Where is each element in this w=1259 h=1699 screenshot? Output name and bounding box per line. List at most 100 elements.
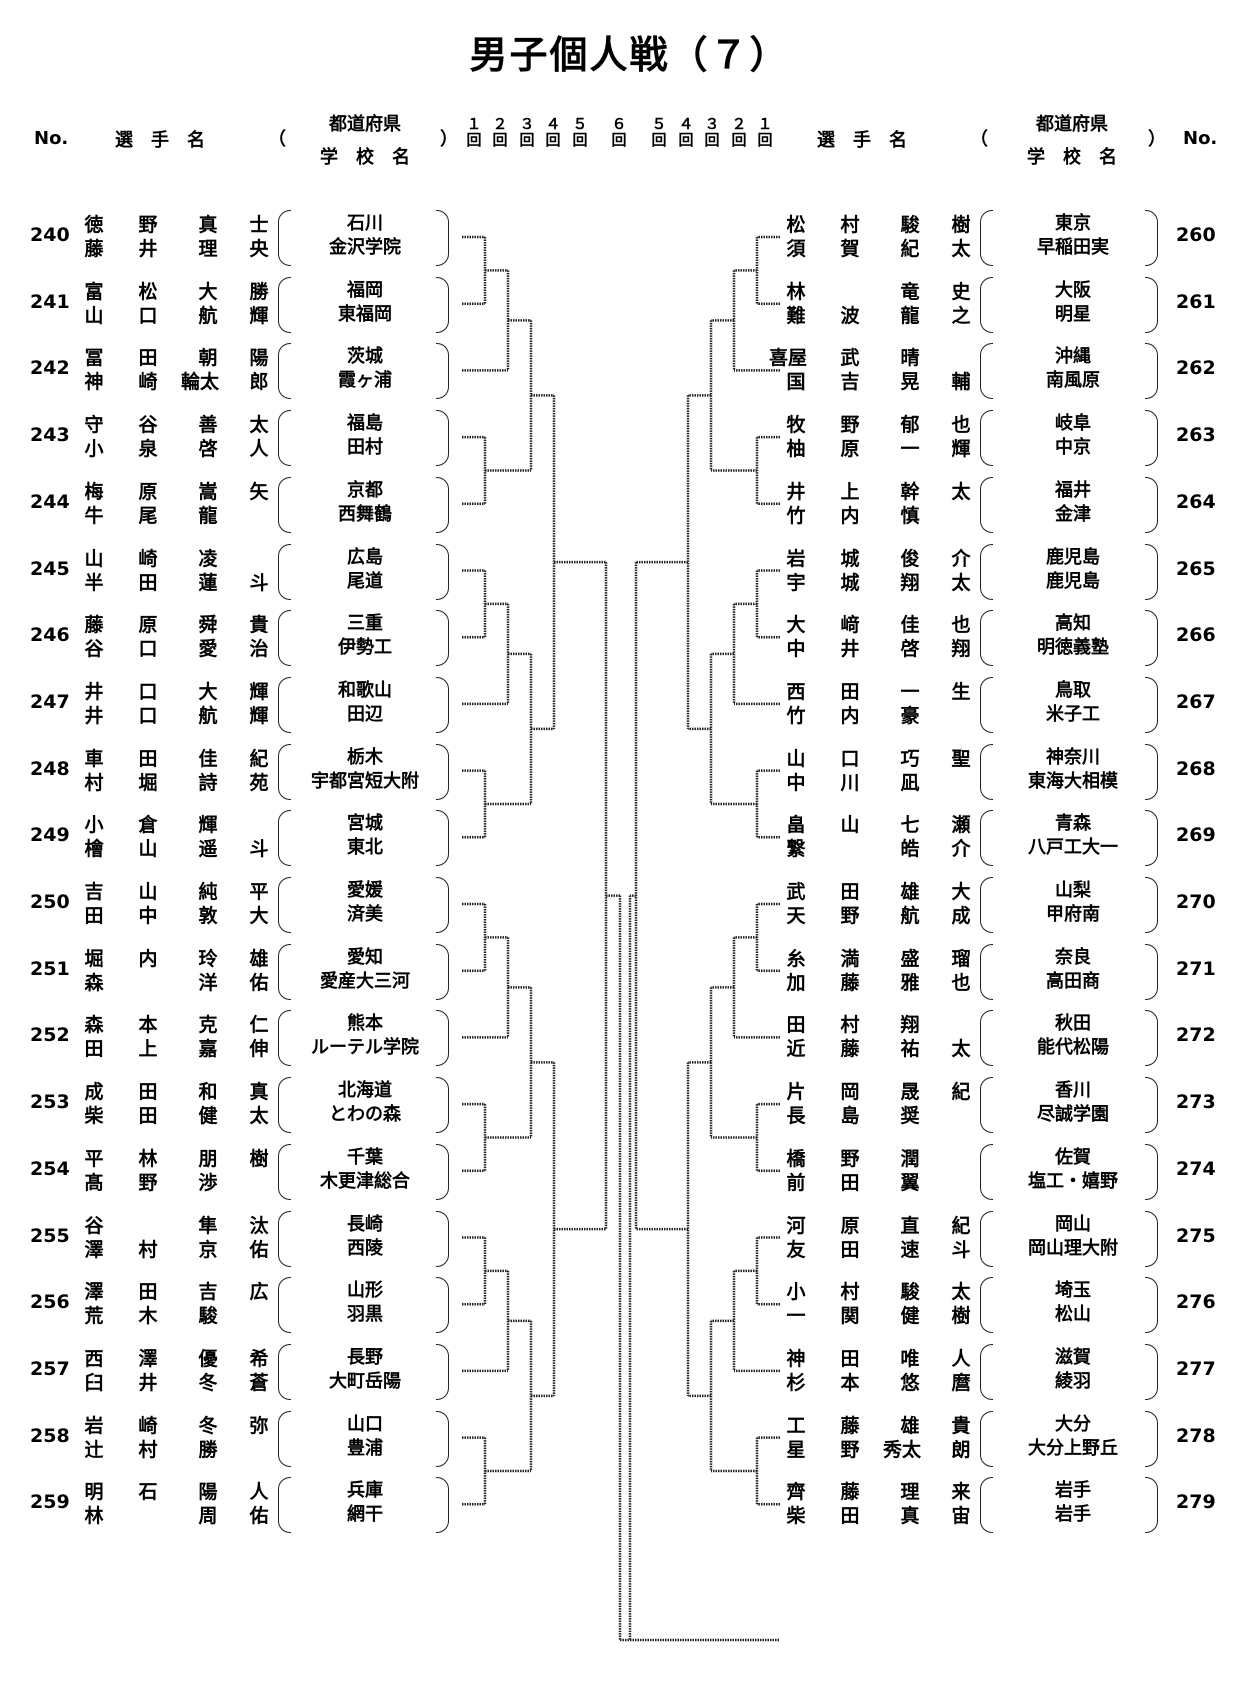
player-name-part: 豪	[900, 704, 920, 727]
bracket-open-paren	[980, 610, 993, 667]
player-name-part: 澤	[84, 1238, 104, 1261]
player-name: 荒木駿	[70, 1301, 260, 1327]
player-name-part: 輝	[951, 438, 971, 461]
player-name-part: 宇	[786, 571, 806, 594]
bracket-close-paren	[1145, 1343, 1158, 1400]
player-name-part: 村	[840, 1281, 860, 1304]
entry-number: 242	[30, 357, 70, 380]
bracket-open-paren	[980, 943, 993, 1000]
player-name-part: 神	[786, 1347, 806, 1370]
player-name-part: 真	[900, 1505, 920, 1528]
prefecture: 埼玉	[1055, 1280, 1091, 1302]
player-name-part: 巧	[900, 747, 920, 770]
player-name-part: 堀	[138, 771, 158, 794]
prefecture: 佐賀	[1055, 1146, 1091, 1168]
player-name-part: 斗	[249, 838, 269, 861]
player-name-part: 皓	[900, 838, 920, 861]
prefecture: 香川	[1055, 1080, 1091, 1102]
player-name-part: 人	[249, 438, 269, 461]
entry-number: 257	[30, 1357, 70, 1380]
player-name-part: 啓	[198, 438, 218, 461]
player-name: 繋皓介	[772, 834, 970, 861]
player-name-part: 橋	[786, 1147, 806, 1170]
bracket-close-paren	[1145, 543, 1158, 600]
player-name-part: 田	[840, 1171, 860, 1194]
player-name: 富松大勝	[70, 277, 268, 303]
player-name-part: 澤	[138, 1347, 158, 1370]
player-name-part: 潤	[900, 1147, 920, 1170]
player-name-part: 関	[840, 1305, 860, 1328]
player-name-part: 一	[900, 438, 920, 461]
player-name: 竹内豪	[772, 701, 962, 727]
player-name-part: 藤	[840, 1414, 860, 1437]
player-name: 森本克仁	[70, 1010, 268, 1036]
entry-number: 278	[1176, 1424, 1216, 1447]
player-name: 友田速斗	[772, 1235, 970, 1261]
player-name: 西澤優希	[70, 1344, 268, 1370]
prefecture: 長野	[347, 1346, 383, 1368]
player-name-part: 須	[786, 238, 806, 260]
player-name-part: 河	[786, 1214, 806, 1237]
player-name-part: 人	[951, 1347, 971, 1370]
player-name-part: 岡	[840, 1081, 860, 1104]
player-name-part: 林	[786, 280, 806, 303]
player-name-part: 陽	[198, 1481, 218, 1504]
entry-number: 269	[1176, 824, 1216, 847]
player-name-part: 介	[951, 547, 971, 570]
school-name: 金沢学院	[329, 237, 401, 258]
close-paren-left: ）	[440, 129, 458, 150]
player-name: 明石陽人	[70, 1477, 268, 1504]
entry-number: 260	[1176, 224, 1216, 246]
player-name-part: 守	[84, 414, 104, 437]
player-name: 畠山七瀬	[772, 810, 970, 836]
bracket-open-paren	[980, 1077, 993, 1134]
player-name-part: 京	[198, 1238, 218, 1261]
player-name-part: 内	[138, 947, 158, 970]
prefecture: 北海道	[338, 1080, 392, 1102]
player-name-part: 村	[840, 214, 860, 236]
player-name-part: 小	[84, 438, 104, 461]
player-name-part: 希	[249, 1347, 269, 1370]
entry-number: 274	[1176, 1157, 1216, 1180]
bracket-close-paren	[1145, 210, 1158, 266]
entry-number: 262	[1176, 357, 1216, 380]
player-name: 近藤祐太	[772, 1034, 970, 1061]
school-name: 霞ヶ浦	[338, 370, 392, 392]
player-name-part: 吉	[840, 371, 860, 394]
player-name-part: 駿	[900, 214, 920, 236]
player-name-part: 朋	[198, 1147, 218, 1170]
player-name: 柴田真宙	[772, 1501, 970, 1528]
school-name: 愛産大三河	[320, 970, 410, 992]
player-name: 中川凪	[772, 768, 962, 794]
prefecture: 山形	[347, 1280, 383, 1302]
prefecture: 長崎	[347, 1213, 383, 1235]
entry-number: 240	[30, 224, 70, 246]
school-name: 東北	[347, 837, 383, 859]
player-name-part: 治	[249, 638, 269, 661]
bracket-open-paren	[980, 743, 993, 800]
prefecture: 三重	[347, 613, 383, 635]
school-name: 南風原	[1046, 370, 1100, 392]
prefecture: 福岡	[347, 279, 383, 301]
player-name-part: 友	[786, 1238, 806, 1261]
player-name-part: 原	[840, 438, 860, 461]
entry-number: 251	[30, 957, 70, 980]
bracket-open-paren	[980, 276, 993, 333]
player-name-part: 輔	[951, 371, 971, 394]
bracket-close-paren	[1145, 676, 1158, 733]
entry-number: 276	[1176, 1291, 1216, 1314]
player-name-part: 堀	[84, 947, 104, 970]
player-name-part: 村	[840, 1014, 860, 1037]
player-name-part: 一	[900, 680, 920, 703]
player-name-part: 俊	[900, 547, 920, 570]
player-name-part: 祐	[900, 1038, 920, 1061]
